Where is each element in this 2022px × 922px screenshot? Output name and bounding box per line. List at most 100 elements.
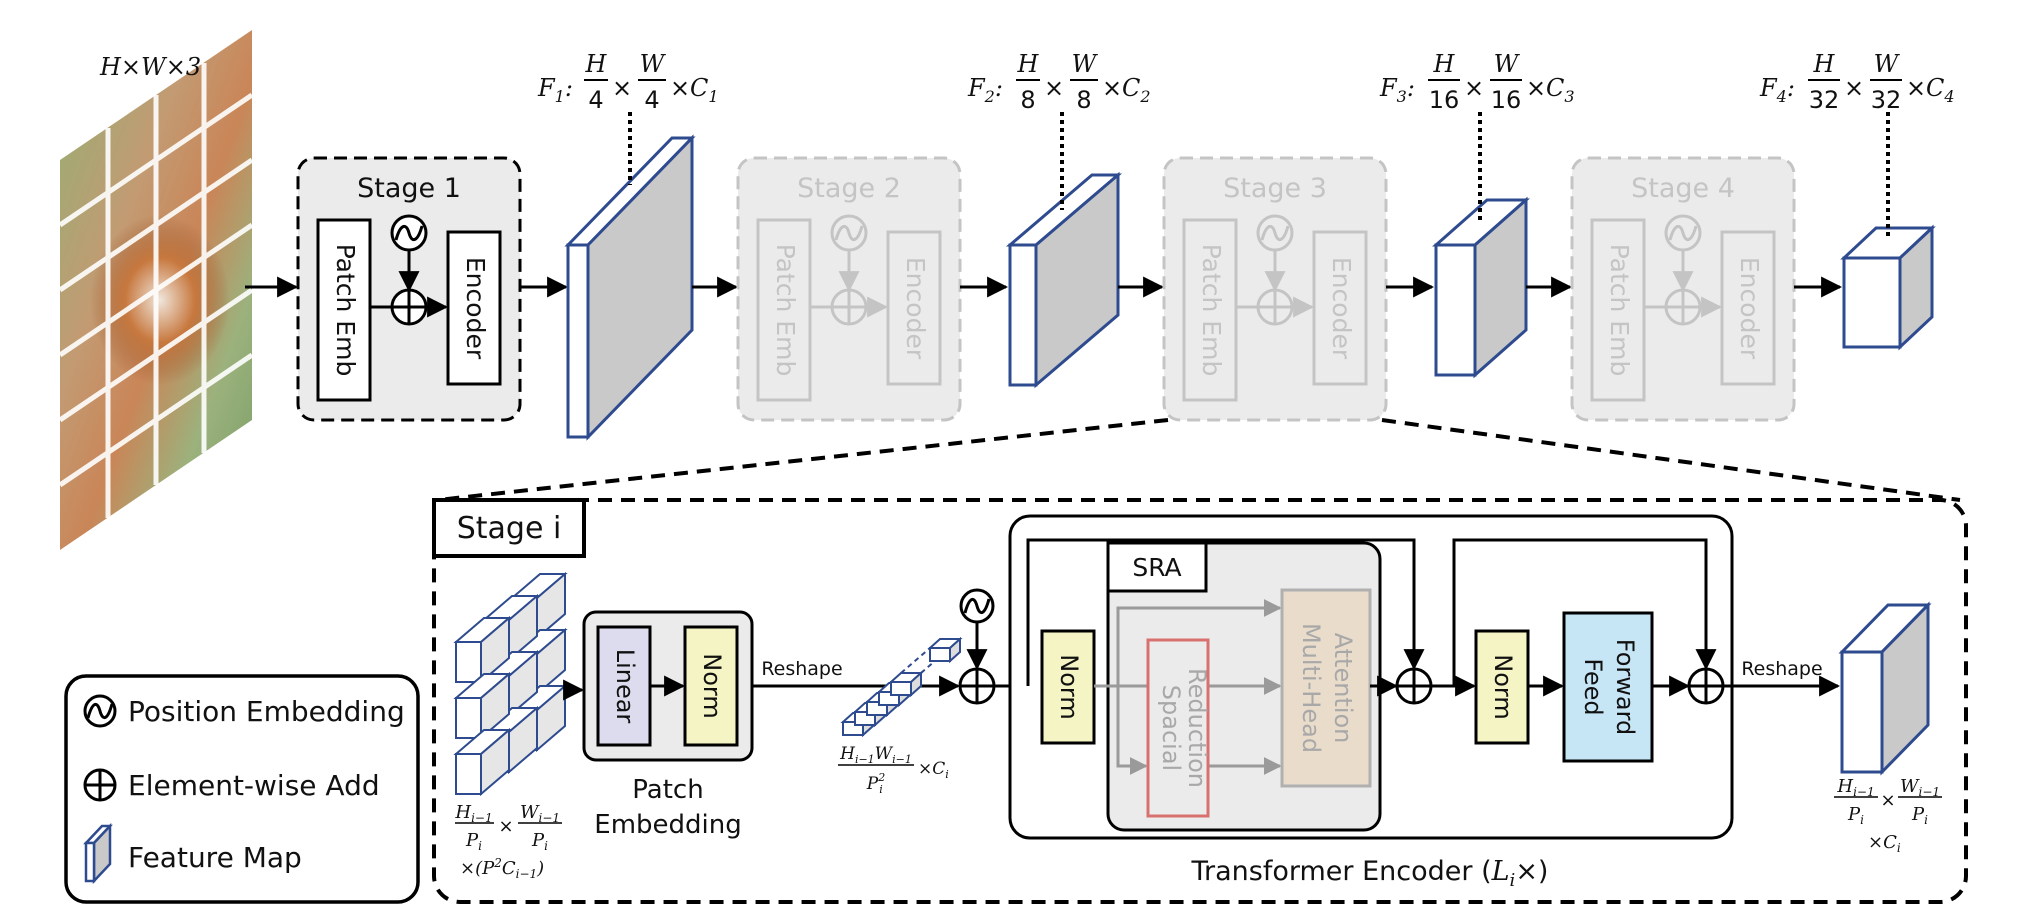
feature-map-icon	[83, 822, 113, 885]
legend-label-position-embedding: Position Embedding	[128, 695, 405, 728]
input-patch-stack	[453, 571, 568, 797]
legend-position-embedding: Position Embedding	[83, 694, 405, 728]
feature-map-f3	[1432, 112, 1530, 379]
output-dims-label: Hi−1 Pi × Wi−1 Pi ×Ci	[1834, 776, 1942, 855]
svg-text:P2i: P2i	[866, 771, 885, 796]
svg-text:×: ×	[1844, 74, 1864, 102]
svg-text:C4: C4	[1926, 74, 1955, 106]
svg-text:×: ×	[1906, 74, 1926, 102]
svg-text:C3: C3	[1546, 74, 1575, 106]
spacial-reduction-block	[1146, 638, 1210, 818]
svg-text:C2: C2	[1122, 74, 1151, 106]
legend-label-feature-map: Feature Map	[128, 841, 302, 874]
stage-4-encoder: Encoder	[1735, 257, 1764, 360]
svg-text:Pi: Pi	[531, 830, 548, 853]
feed-forward-label-2: Forward	[1611, 639, 1639, 736]
stage-1-title: Stage 1	[357, 173, 461, 204]
stage-3-patch-emb: Patch Emb	[1197, 244, 1226, 377]
svg-text:×: ×	[1464, 74, 1484, 102]
stage-4-patch-emb: Patch Emb	[1605, 244, 1634, 377]
svg-text:C1: C1	[690, 74, 719, 106]
svg-text:Wi−1: Wi−1	[1900, 776, 1940, 799]
svg-text:4: 4	[644, 86, 659, 114]
svg-text:Wi−1: Wi−1	[520, 802, 560, 825]
feed-forward-label-1: Feed	[1579, 658, 1607, 715]
svg-text:W: W	[640, 50, 667, 78]
svg-text:×Ci: ×Ci	[1868, 832, 1901, 855]
svg-text:H: H	[1433, 50, 1456, 78]
norm-label-patch: Norm	[698, 653, 726, 718]
legend: Position Embedding Element-wise Add Feat…	[64, 674, 420, 904]
svg-text:W: W	[1494, 50, 1521, 78]
svg-text:W: W	[1874, 50, 1901, 78]
spacial-reduction-label-2: Reduction	[1183, 668, 1211, 788]
svg-text:×(P2Ci−1): ×(P2Ci−1)	[460, 856, 544, 881]
stage-1-encoder: Encoder	[461, 257, 490, 360]
stage-i-title: Stage i	[457, 511, 562, 546]
patch-embedding-caption-2: Embedding	[594, 810, 741, 840]
norm-label-1: Norm	[1055, 654, 1083, 719]
stage-1: Stage 1 Patch Emb Encoder	[296, 156, 522, 422]
multi-head-label-2: Attention	[1329, 633, 1357, 744]
svg-text:8: 8	[1076, 86, 1091, 114]
multi-head-attention-block	[1280, 588, 1372, 788]
svg-text:16: 16	[1429, 86, 1460, 114]
svg-text:Hi−1: Hi−1	[454, 802, 492, 825]
patch-embedding-caption-1: Patch	[632, 775, 703, 805]
svg-text:H: H	[1017, 50, 1040, 78]
svg-text:H: H	[585, 50, 608, 78]
legend-feature-map: Feature Map	[83, 822, 302, 885]
feature-label-f4: F4: H 32 × W 32 × C4	[1759, 50, 1955, 114]
spacial-reduction-label-1: Spacial	[1157, 685, 1185, 771]
stage-2: Stage 2 Patch Emb Encoder	[736, 156, 962, 422]
feature-label-f1: F1: H 4 × W 4 × C1	[537, 50, 719, 114]
svg-text:F4:: F4:	[1759, 74, 1795, 106]
svg-text:H: H	[1813, 50, 1836, 78]
norm-label-2: Norm	[1489, 654, 1517, 719]
multi-head-label-1: Multi-Head	[1297, 623, 1325, 753]
svg-text:F1:: F1:	[537, 74, 573, 106]
svg-text:4: 4	[588, 86, 603, 114]
svg-text:×: ×	[498, 816, 513, 837]
svg-text:×: ×	[1880, 790, 1895, 811]
svg-text:Hi−1Wi−1: Hi−1Wi−1	[839, 744, 912, 766]
stage-3-title: Stage 3	[1223, 173, 1327, 204]
svg-text:W: W	[1072, 50, 1099, 78]
transformer-encoder-caption: Transformer Encoder (Li×)	[1191, 856, 1549, 891]
svg-text:×: ×	[612, 74, 632, 102]
feature-map-f2	[1005, 112, 1123, 389]
input-dims: H×W×3	[99, 53, 201, 81]
feed-forward-block	[1562, 611, 1654, 763]
stage-2-patch-emb: Patch Emb	[771, 244, 800, 377]
svg-text:16: 16	[1491, 86, 1522, 114]
stage-4: Stage 4 Patch Emb Encoder	[1570, 156, 1796, 422]
svg-text:×Ci: ×Ci	[918, 759, 949, 781]
reshape-label-2: Reshape	[1741, 658, 1822, 680]
stage-i-detail: Stage i Hi−1 Pi × Wi−1 Pi ×(P2Ci−1	[432, 498, 1968, 904]
output-feature-map	[1838, 601, 1932, 776]
svg-text:Hi−1: Hi−1	[1836, 776, 1874, 799]
svg-text:32: 32	[1809, 86, 1840, 114]
patch-embedding-block: Linear Norm Patch Embedding	[582, 610, 754, 840]
svg-text:Pi: Pi	[1847, 804, 1864, 827]
input-dims-label: Hi−1 Pi × Wi−1 Pi ×(P2Ci−1)	[454, 802, 562, 881]
feature-label-f2: F2: H 8 × W 8 × C2	[967, 50, 1151, 114]
svg-text:32: 32	[1871, 86, 1902, 114]
svg-text:Pi: Pi	[1911, 804, 1928, 827]
token-sequence	[840, 636, 963, 738]
feature-map-f4	[1840, 112, 1936, 351]
svg-text:×: ×	[1526, 74, 1546, 102]
svg-text:×: ×	[1044, 74, 1064, 102]
stage-2-title: Stage 2	[797, 173, 901, 204]
sra-label: SRA	[1132, 553, 1181, 582]
svg-text:F2:: F2:	[967, 74, 1003, 106]
svg-text:Pi: Pi	[465, 830, 482, 853]
reshape-label-1: Reshape	[761, 658, 842, 680]
stage-3-encoder: Encoder	[1327, 257, 1356, 360]
stage-4-title: Stage 4	[1631, 173, 1735, 204]
stage-3: Stage 3 Patch Emb Encoder	[1162, 156, 1388, 422]
svg-text:×: ×	[1102, 74, 1122, 102]
legend-label-element-wise-add: Element-wise Add	[128, 769, 380, 802]
